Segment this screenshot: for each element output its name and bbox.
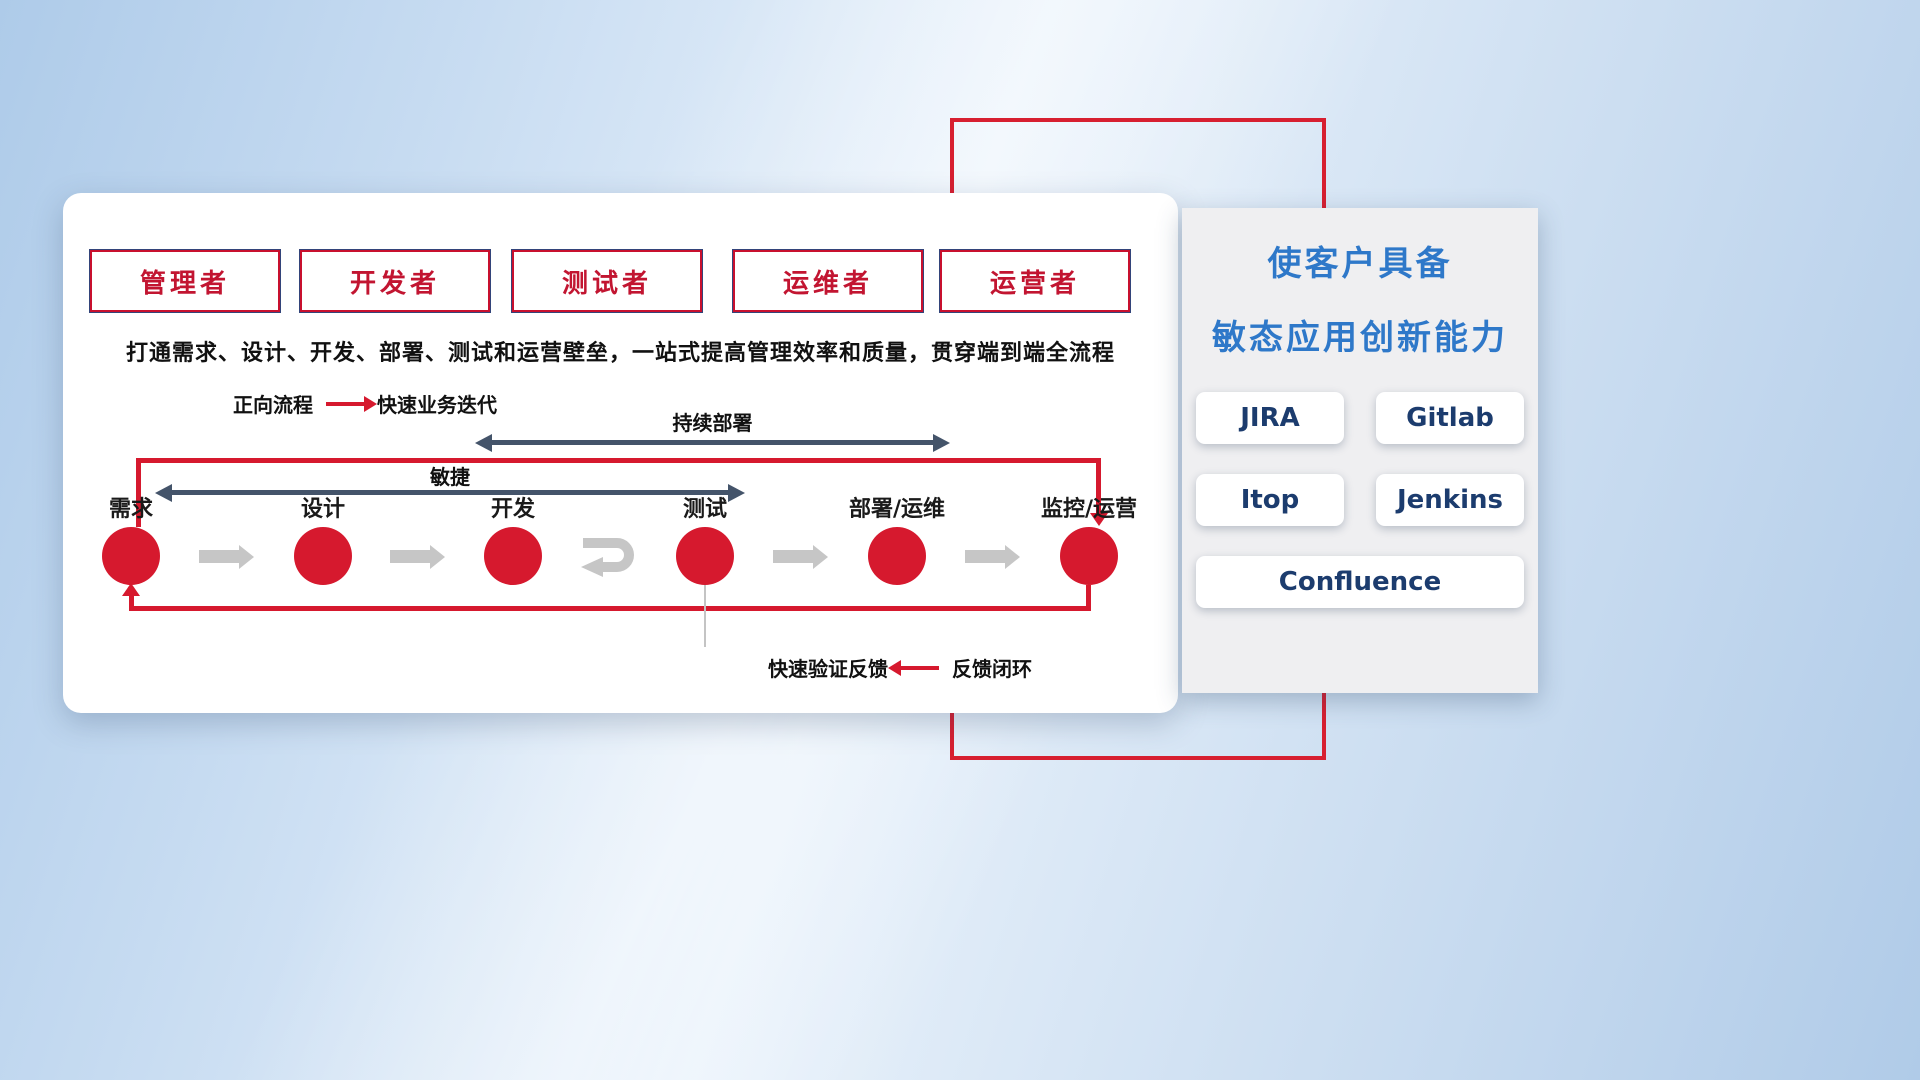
panel-title-line2: 敏态应用创新能力 — [1212, 318, 1508, 358]
stage-node-circle — [484, 527, 542, 585]
forward-arrow-icon — [326, 401, 364, 406]
stage-node-circle — [676, 527, 734, 585]
role-label: 测试者 — [561, 268, 652, 299]
feedback-arrow-icon — [901, 665, 939, 670]
continuous-deployment-arrow — [490, 440, 935, 445]
flow-arrow-icon — [965, 550, 1005, 563]
forward-flow-label: 正向流程 — [233, 393, 313, 417]
stage-design: 设计 — [253, 496, 393, 585]
feedback-desc: 快速验证反馈 — [768, 657, 888, 681]
stage-testing: 测试 — [635, 496, 775, 585]
role-label: 开发者 — [349, 268, 440, 299]
continuous-deployment-label: 持续部署 — [672, 411, 753, 435]
agile-arrow — [170, 490, 730, 495]
role-label: 管理者 — [139, 268, 230, 299]
role-box-manager: 管理者 — [90, 250, 280, 312]
stage-node-circle — [868, 527, 926, 585]
panel-title-line1: 使客户具备 — [1267, 244, 1453, 284]
stage-deploy-ops: 部署/运维 — [827, 496, 967, 585]
process-card: 管理者 开发者 测试者 运维者 运营者 打通需求、设计、开发、部署、测试和运营壁… — [63, 193, 1178, 713]
feedback-legend: 快速验证反馈 反馈闭环 — [768, 653, 1032, 682]
tool-chip-jira: JIRA — [1196, 392, 1344, 444]
stage-label: 测试 — [682, 497, 727, 522]
capability-panel: 使客户具备 敏态应用创新能力 JIRA Gitlab Itop Jenkins … — [1182, 208, 1538, 693]
stage-label: 需求 — [108, 497, 153, 522]
role-box-developer: 开发者 — [300, 250, 490, 312]
tool-chip-itop: Itop — [1196, 474, 1344, 526]
flow-arrow-icon — [390, 550, 430, 563]
forward-loop-arrowhead-down — [1090, 513, 1108, 526]
stage-node-circle — [102, 527, 160, 585]
feedback-loop-line-right — [1086, 585, 1091, 608]
role-box-operator: 运营者 — [940, 250, 1130, 312]
flow-arrow-icon — [773, 550, 813, 563]
tool-chip-gitlab: Gitlab — [1376, 392, 1524, 444]
stage-label: 监控/运营 — [1040, 497, 1138, 522]
tool-chip-confluence: Confluence — [1196, 556, 1524, 608]
forward-loop-line-top — [136, 458, 1101, 463]
stage-label: 开发 — [490, 497, 535, 522]
forward-flow-desc: 快速业务迭代 — [377, 393, 497, 417]
flow-arrow-icon — [199, 550, 239, 563]
tool-chip-jenkins: Jenkins — [1376, 474, 1524, 526]
stage-label: 部署/运维 — [848, 497, 946, 522]
stage-node-circle — [1060, 527, 1118, 585]
forward-loop-line-left — [136, 460, 141, 527]
dev-test-iteration-icon — [581, 538, 634, 577]
stage-label: 设计 — [300, 497, 345, 522]
stage-monitor-operations: 监控/运营 — [1019, 496, 1159, 585]
role-label: 运营者 — [989, 268, 1080, 299]
feedback-loop-arrowhead-up — [122, 583, 140, 596]
feedback-loop-line-left-stub — [129, 595, 134, 608]
role-box-ops: 运维者 — [733, 250, 923, 312]
testing-feedback-connector — [704, 585, 706, 647]
role-box-tester: 测试者 — [512, 250, 702, 312]
feedback-label: 反馈闭环 — [952, 657, 1032, 681]
feedback-loop-line-bottom — [129, 606, 1091, 611]
forward-loop-line-right — [1096, 458, 1101, 514]
stage-development: 开发 — [443, 496, 583, 585]
stage-node-circle — [294, 527, 352, 585]
process-description: 打通需求、设计、开发、部署、测试和运营壁垒，一站式提高管理效率和质量，贯穿端到端… — [125, 341, 1115, 366]
role-label: 运维者 — [782, 268, 873, 299]
stage-requirements: 需求 — [61, 496, 201, 585]
forward-flow-legend: 正向流程 快速业务迭代 — [233, 389, 497, 418]
agile-label: 敏捷 — [430, 465, 470, 489]
